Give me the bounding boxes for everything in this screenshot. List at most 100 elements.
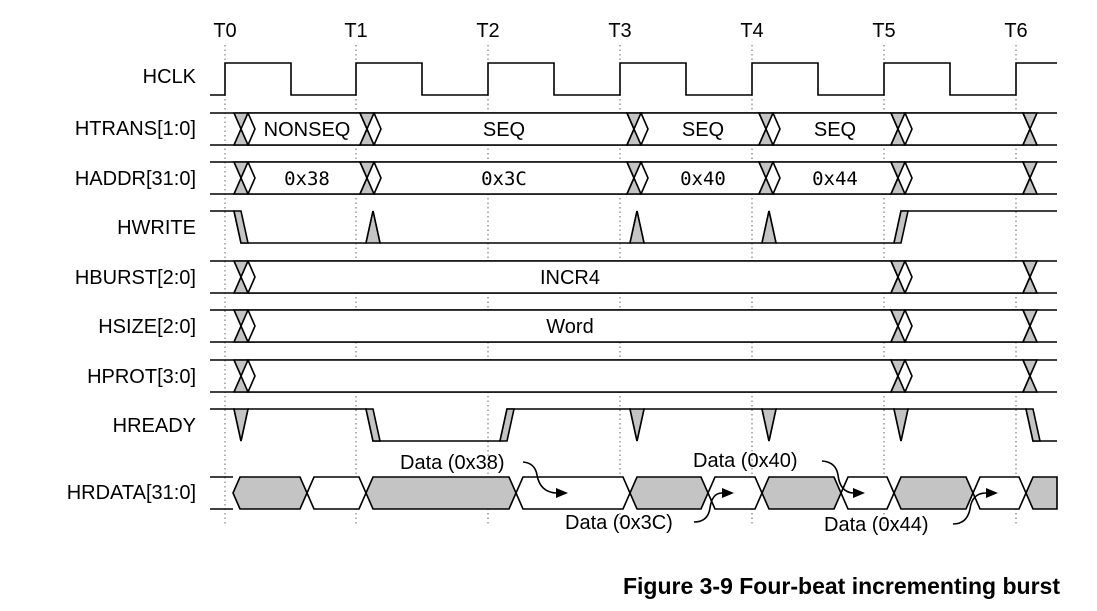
signal-names: HCLK HTRANS[1:0] HADDR[31:0] HWRITE HBUR…	[67, 66, 197, 504]
htrans-transition-t0-top	[232, 112, 250, 131]
hwrite-glitch-t4	[761, 210, 777, 244]
hclk-waveform	[210, 62, 1057, 96]
hrdata-invalid-4	[761, 476, 842, 510]
htrans-transition-t3-top	[625, 112, 643, 131]
htrans-transition-t5-bottom	[889, 127, 907, 146]
hprot-segment-burst	[246, 359, 899, 393]
annotation-data-0x3c: Data (0x3C)	[565, 512, 673, 534]
hburst-waveform: INCR4	[210, 260, 1057, 294]
hready-glitch-t5	[893, 408, 909, 442]
htrans-value-seq-2: SEQ	[682, 119, 724, 141]
hsize-transition-t0-top	[232, 309, 250, 328]
haddr-transition-t6-top	[1021, 161, 1039, 180]
hprot-segment-idle	[903, 359, 1031, 393]
haddr-transition-t3-top	[625, 161, 643, 180]
hrdata-waveform	[210, 476, 1058, 510]
haddr-transition-t0-top	[232, 161, 250, 180]
hburst-segment-idle	[903, 260, 1031, 294]
hprot-transition-t0-top	[232, 359, 250, 378]
hrdata-invalid-1	[232, 476, 308, 510]
hsize-waveform: Word	[210, 309, 1057, 343]
hsize-transition-t5-bottom	[889, 324, 907, 343]
haddr-transition-t1-top	[358, 161, 376, 180]
htrans-value-nonseq: NONSEQ	[264, 119, 351, 141]
hready-rise-t2	[499, 408, 515, 442]
haddr-transition-t5-bottom	[889, 176, 907, 195]
hwrite-transition-t5	[893, 210, 909, 244]
annotation-arrow-0x3c	[722, 488, 734, 498]
hsize-transition-t6-top	[1021, 309, 1039, 328]
annotation-connector-0x40	[821, 460, 854, 494]
time-markers: T0 T1 T2 T3 T4 T5 T6	[213, 20, 1027, 42]
hready-waveform	[210, 408, 1057, 442]
haddr-transition-t4-bottom	[757, 176, 775, 195]
signal-name-hburst: HBURST[2:0]	[75, 267, 196, 289]
htrans-value-seq-1: SEQ	[483, 119, 525, 141]
figure-caption: Figure 3-9 Four-beat incrementing burst	[623, 573, 1060, 599]
annotation-connector-0x38	[522, 461, 557, 494]
htrans-transition-t6-bottom	[1021, 127, 1039, 146]
hwrite-waveform	[210, 210, 1057, 244]
hready-glitch-t4	[761, 408, 777, 442]
time-marker-t0: T0	[213, 20, 236, 42]
hready-glitch-t0	[233, 408, 249, 442]
hburst-transition-t6-top	[1021, 260, 1039, 279]
hrdata-invalid-5	[893, 476, 974, 510]
hready-fall-t6	[1025, 408, 1041, 442]
haddr-transition-t4-top	[757, 161, 775, 180]
time-marker-t4: T4	[740, 20, 763, 42]
hburst-value: INCR4	[540, 267, 600, 289]
hrdata-data-0x38	[515, 476, 631, 510]
hburst-transition-t6-bottom	[1021, 275, 1039, 294]
signal-name-hrdata: HRDATA[31:0]	[67, 482, 196, 504]
hsize-segment-idle	[903, 309, 1031, 343]
hwrite-transition-t0	[233, 210, 249, 244]
hwrite-glitch-t1	[365, 210, 381, 244]
time-marker-t1: T1	[344, 20, 367, 42]
annotation-data-0x44: Data (0x44)	[824, 514, 929, 536]
hprot-transition-t6-top	[1021, 359, 1039, 378]
haddr-transition-t6-bottom	[1021, 176, 1039, 195]
hburst-transition-t0-bottom	[232, 275, 250, 294]
hburst-transition-t5-bottom	[889, 275, 907, 294]
time-marker-t2: T2	[476, 20, 499, 42]
hrdata-invalid-6	[1025, 476, 1058, 510]
haddr-value-0x38: 0x38	[284, 168, 330, 190]
annotation-data-0x38: Data (0x38)	[400, 452, 505, 474]
hrdata-invalid-3	[629, 476, 709, 510]
signal-name-hready: HREADY	[113, 415, 196, 437]
annotation-arrow-0x44	[986, 488, 998, 498]
hwrite-glitch-t3	[629, 210, 645, 244]
htrans-waveform: NONSEQ SEQ SEQ SEQ	[210, 112, 1057, 146]
signal-name-hclk: HCLK	[143, 66, 197, 88]
htrans-transition-t6-top	[1021, 112, 1039, 131]
haddr-value-0x3c: 0x3C	[481, 168, 527, 190]
hburst-transition-t0-top	[232, 260, 250, 279]
signal-name-haddr: HADDR[31:0]	[75, 168, 196, 190]
hburst-transition-t5-top	[889, 260, 907, 279]
annotation-data-0x40: Data (0x40)	[693, 450, 798, 472]
htrans-value-seq-3: SEQ	[814, 119, 856, 141]
hprot-transition-t5-bottom	[889, 374, 907, 393]
haddr-value-0x40: 0x40	[680, 168, 726, 190]
haddr-transition-t3-bottom	[625, 176, 643, 195]
hready-fall-t1	[365, 408, 381, 442]
annotation-arrow-0x40	[853, 488, 865, 498]
htrans-transition-t4-top	[757, 112, 775, 131]
hsize-transition-t6-bottom	[1021, 324, 1039, 343]
htrans-transition-t4-bottom	[757, 127, 775, 146]
htrans-segment-idle	[903, 112, 1031, 146]
hrdata-lead-lines	[210, 476, 233, 510]
haddr-value-0x44: 0x44	[812, 168, 858, 190]
signal-name-htrans: HTRANS[1:0]	[75, 118, 196, 140]
annotation-connector-0x44	[952, 492, 987, 525]
haddr-waveform: 0x38 0x3C 0x40 0x44	[210, 161, 1057, 195]
data-annotations: Data (0x38) Data (0x3C) Data (0x40) Data…	[400, 450, 998, 536]
htrans-transition-t5-top	[889, 112, 907, 131]
hrdata-invalid-2	[365, 476, 517, 510]
hprot-transition-t0-bottom	[232, 374, 250, 393]
haddr-transition-t0-bottom	[232, 176, 250, 195]
time-marker-t3: T3	[608, 20, 631, 42]
signal-name-hwrite: HWRITE	[117, 217, 196, 239]
